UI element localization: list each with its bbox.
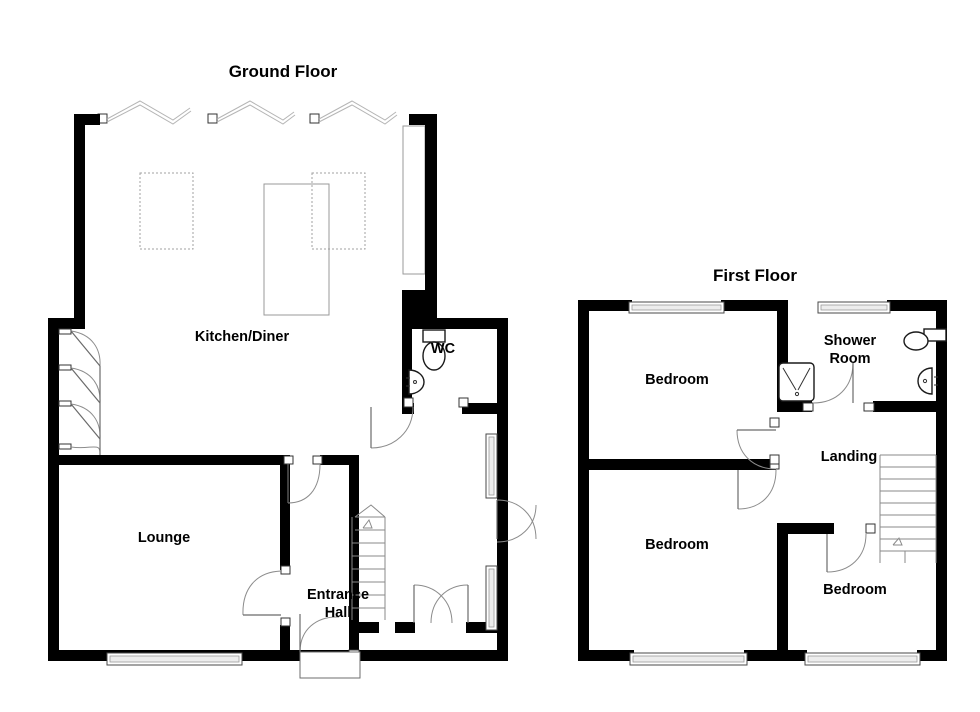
kitchen-island (263, 183, 330, 316)
wall-wc-south-right (462, 403, 508, 414)
room-label-bedroom-1: Bedroom (645, 372, 709, 388)
wall-ff-bedroom3-north (777, 523, 834, 534)
door-ff-bedroom2 (737, 454, 780, 510)
front-door (299, 614, 361, 679)
double-doors-strip (413, 584, 469, 624)
wall-wc-west (402, 318, 412, 414)
door-hall-strip-mid (496, 504, 537, 543)
ground-floor-group: Ground Floor (48, 62, 537, 679)
ground-floor-title: Ground Floor (229, 62, 338, 81)
bifold-doors-west (58, 328, 101, 456)
window-ff-shower-north (817, 301, 891, 314)
window-lounge (106, 652, 243, 666)
window-ff-bedroom1-north (628, 301, 725, 314)
room-label-shower-room-line-1: Shower (824, 333, 877, 349)
room-label-shower-room-line-2: Room (829, 351, 870, 367)
wall-ff-shower-south-left (777, 401, 812, 412)
wall-ff-north-left (578, 300, 632, 311)
room-label-kitchen-diner: Kitchen/Diner (195, 329, 290, 345)
wall-hall-east-lower (349, 622, 359, 661)
wall-ff-south-mid (744, 650, 807, 661)
wall-ff-south-right (917, 650, 947, 661)
kitchen-unit-right (311, 172, 366, 250)
wall-hall-southstub (349, 622, 379, 633)
window-side-upper (485, 433, 498, 499)
wall-lounge-east-lower (280, 625, 290, 661)
wall-lounge-east-upper (280, 455, 290, 570)
room-label-entrance-hall-line-2: Hall (325, 605, 352, 621)
wall-south-outer (48, 650, 508, 661)
door-lounge-hall-side (242, 565, 291, 627)
wall-wc-corner-block (402, 290, 437, 318)
staircase-ground (351, 504, 386, 620)
staircase-first (879, 454, 937, 563)
room-label-wc: WC (431, 341, 456, 357)
wall-wc-north (402, 318, 508, 329)
bifold-door-set-2 (207, 100, 296, 125)
wall-ff-north-right (887, 300, 947, 311)
room-label-entrance-hall-line-1: Entrance (307, 587, 369, 603)
wall-wc-south-left (402, 403, 414, 414)
room-label-landing: Landing (821, 449, 877, 465)
wall-lounge-north (48, 455, 280, 465)
wall-front-door-left (349, 650, 379, 661)
wall-west-outer (48, 318, 59, 661)
room-label-lounge: Lounge (138, 530, 190, 546)
wall-kitchen-north-right-stub (409, 114, 437, 125)
door-lounge-hall-north (283, 455, 323, 504)
window-ff-bedroom3-south (804, 652, 921, 666)
wall-ff-north-mid (721, 300, 783, 311)
wall-hall-north (320, 455, 359, 465)
room-label-bedroom-2: Bedroom (645, 537, 709, 553)
door-ff-bedroom3 (826, 523, 876, 573)
window-ff-bedroom2-south (629, 652, 748, 666)
shower-room-basin (917, 367, 938, 395)
wall-kitchen-east (425, 114, 437, 312)
wall-strip-south-left (395, 622, 415, 633)
door-wc (370, 397, 469, 449)
kitchen-unit-left (139, 172, 194, 250)
wall-ff-bedroom2-east (777, 523, 788, 661)
room-label-bedroom-3: Bedroom (823, 582, 887, 598)
wall-ff-bedroom1-east-upper (777, 300, 788, 412)
first-floor-title: First Floor (713, 266, 797, 285)
wall-ff-east (936, 300, 947, 661)
wall-kitchen-north-left-stub (74, 114, 100, 125)
wall-kitchen-west-jog (48, 318, 85, 329)
wall-east-outer (497, 318, 508, 661)
first-floor-group: First Floor (578, 266, 947, 666)
wall-kitchen-west-upper (74, 114, 85, 324)
door-hall-strip-upper (496, 499, 537, 540)
bifold-door-set-3 (309, 100, 398, 125)
shower-room-toilet (903, 328, 947, 351)
wc-toilet (422, 329, 446, 371)
wc-basin (406, 369, 425, 395)
window-side-lower (485, 565, 498, 631)
shower-tray (778, 362, 815, 402)
door-ff-shower (802, 362, 875, 412)
wall-ff-south-left (578, 650, 634, 661)
wall-ff-bedroom1-south (578, 459, 776, 470)
wall-ff-shower-south-right (873, 401, 947, 412)
wall-ff-west (578, 300, 589, 661)
